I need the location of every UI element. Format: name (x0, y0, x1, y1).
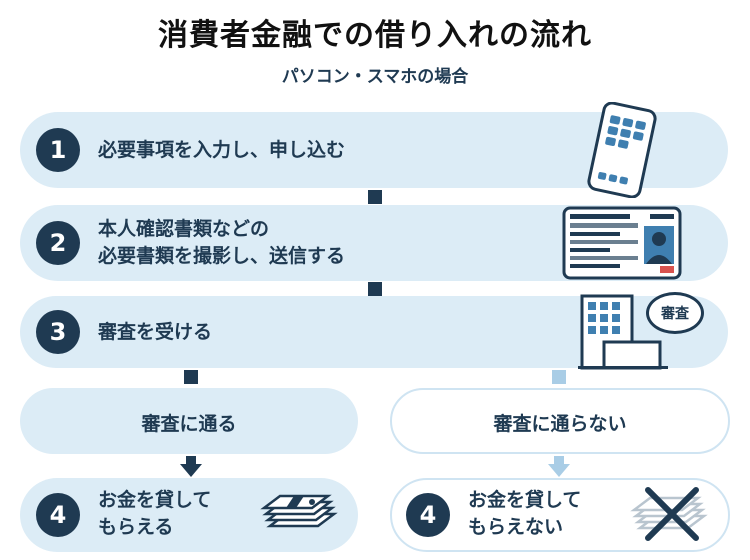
speech-bubble-text: 審査 (661, 306, 689, 322)
fail-result-line-2: もらえない (468, 516, 564, 538)
step-2-line-2: 必要書類を撮影し、送信する (98, 245, 346, 267)
pass-arrow-down (180, 456, 202, 477)
pass-result-number: 4 (36, 493, 80, 537)
step-1-text: 必要事項を入力し、申し込む (98, 139, 346, 161)
fail-result-line-1: お金を貸して (468, 489, 582, 511)
connector-1-2 (368, 190, 382, 204)
id-card-icon (562, 206, 682, 280)
step-2-number: 2 (36, 221, 80, 265)
connector-2-3 (368, 282, 382, 296)
banknotes-icon (260, 494, 338, 528)
pass-label: 審査に通る (141, 413, 237, 435)
step-3-number: 3 (36, 310, 80, 354)
fail-result-number: 4 (406, 493, 450, 537)
connector-3-pass (184, 370, 198, 384)
step-2-line-1: 本人確認書類などの (98, 218, 270, 240)
step-1-number: 1 (36, 128, 80, 172)
pass-result-line-2: もらえる (98, 516, 174, 538)
page-subtitle: パソコン・スマホの場合 (281, 67, 469, 87)
fail-label-pill (390, 388, 730, 454)
speech-bubble: 審査 (646, 292, 704, 334)
fail-arrow-down (548, 456, 570, 477)
pass-label-pill (20, 388, 358, 454)
office-building-icon (578, 294, 668, 370)
connector-3-fail (552, 370, 566, 384)
banknotes-crossed-icon (630, 487, 708, 541)
pass-result-line-1: お金を貸して (98, 489, 212, 511)
page-title: 消費者金融での借り入れの流れ (158, 18, 592, 53)
smartphone-icon (587, 102, 657, 198)
fail-label: 審査に通らない (493, 413, 627, 435)
step-3-text: 審査を受ける (98, 321, 213, 343)
